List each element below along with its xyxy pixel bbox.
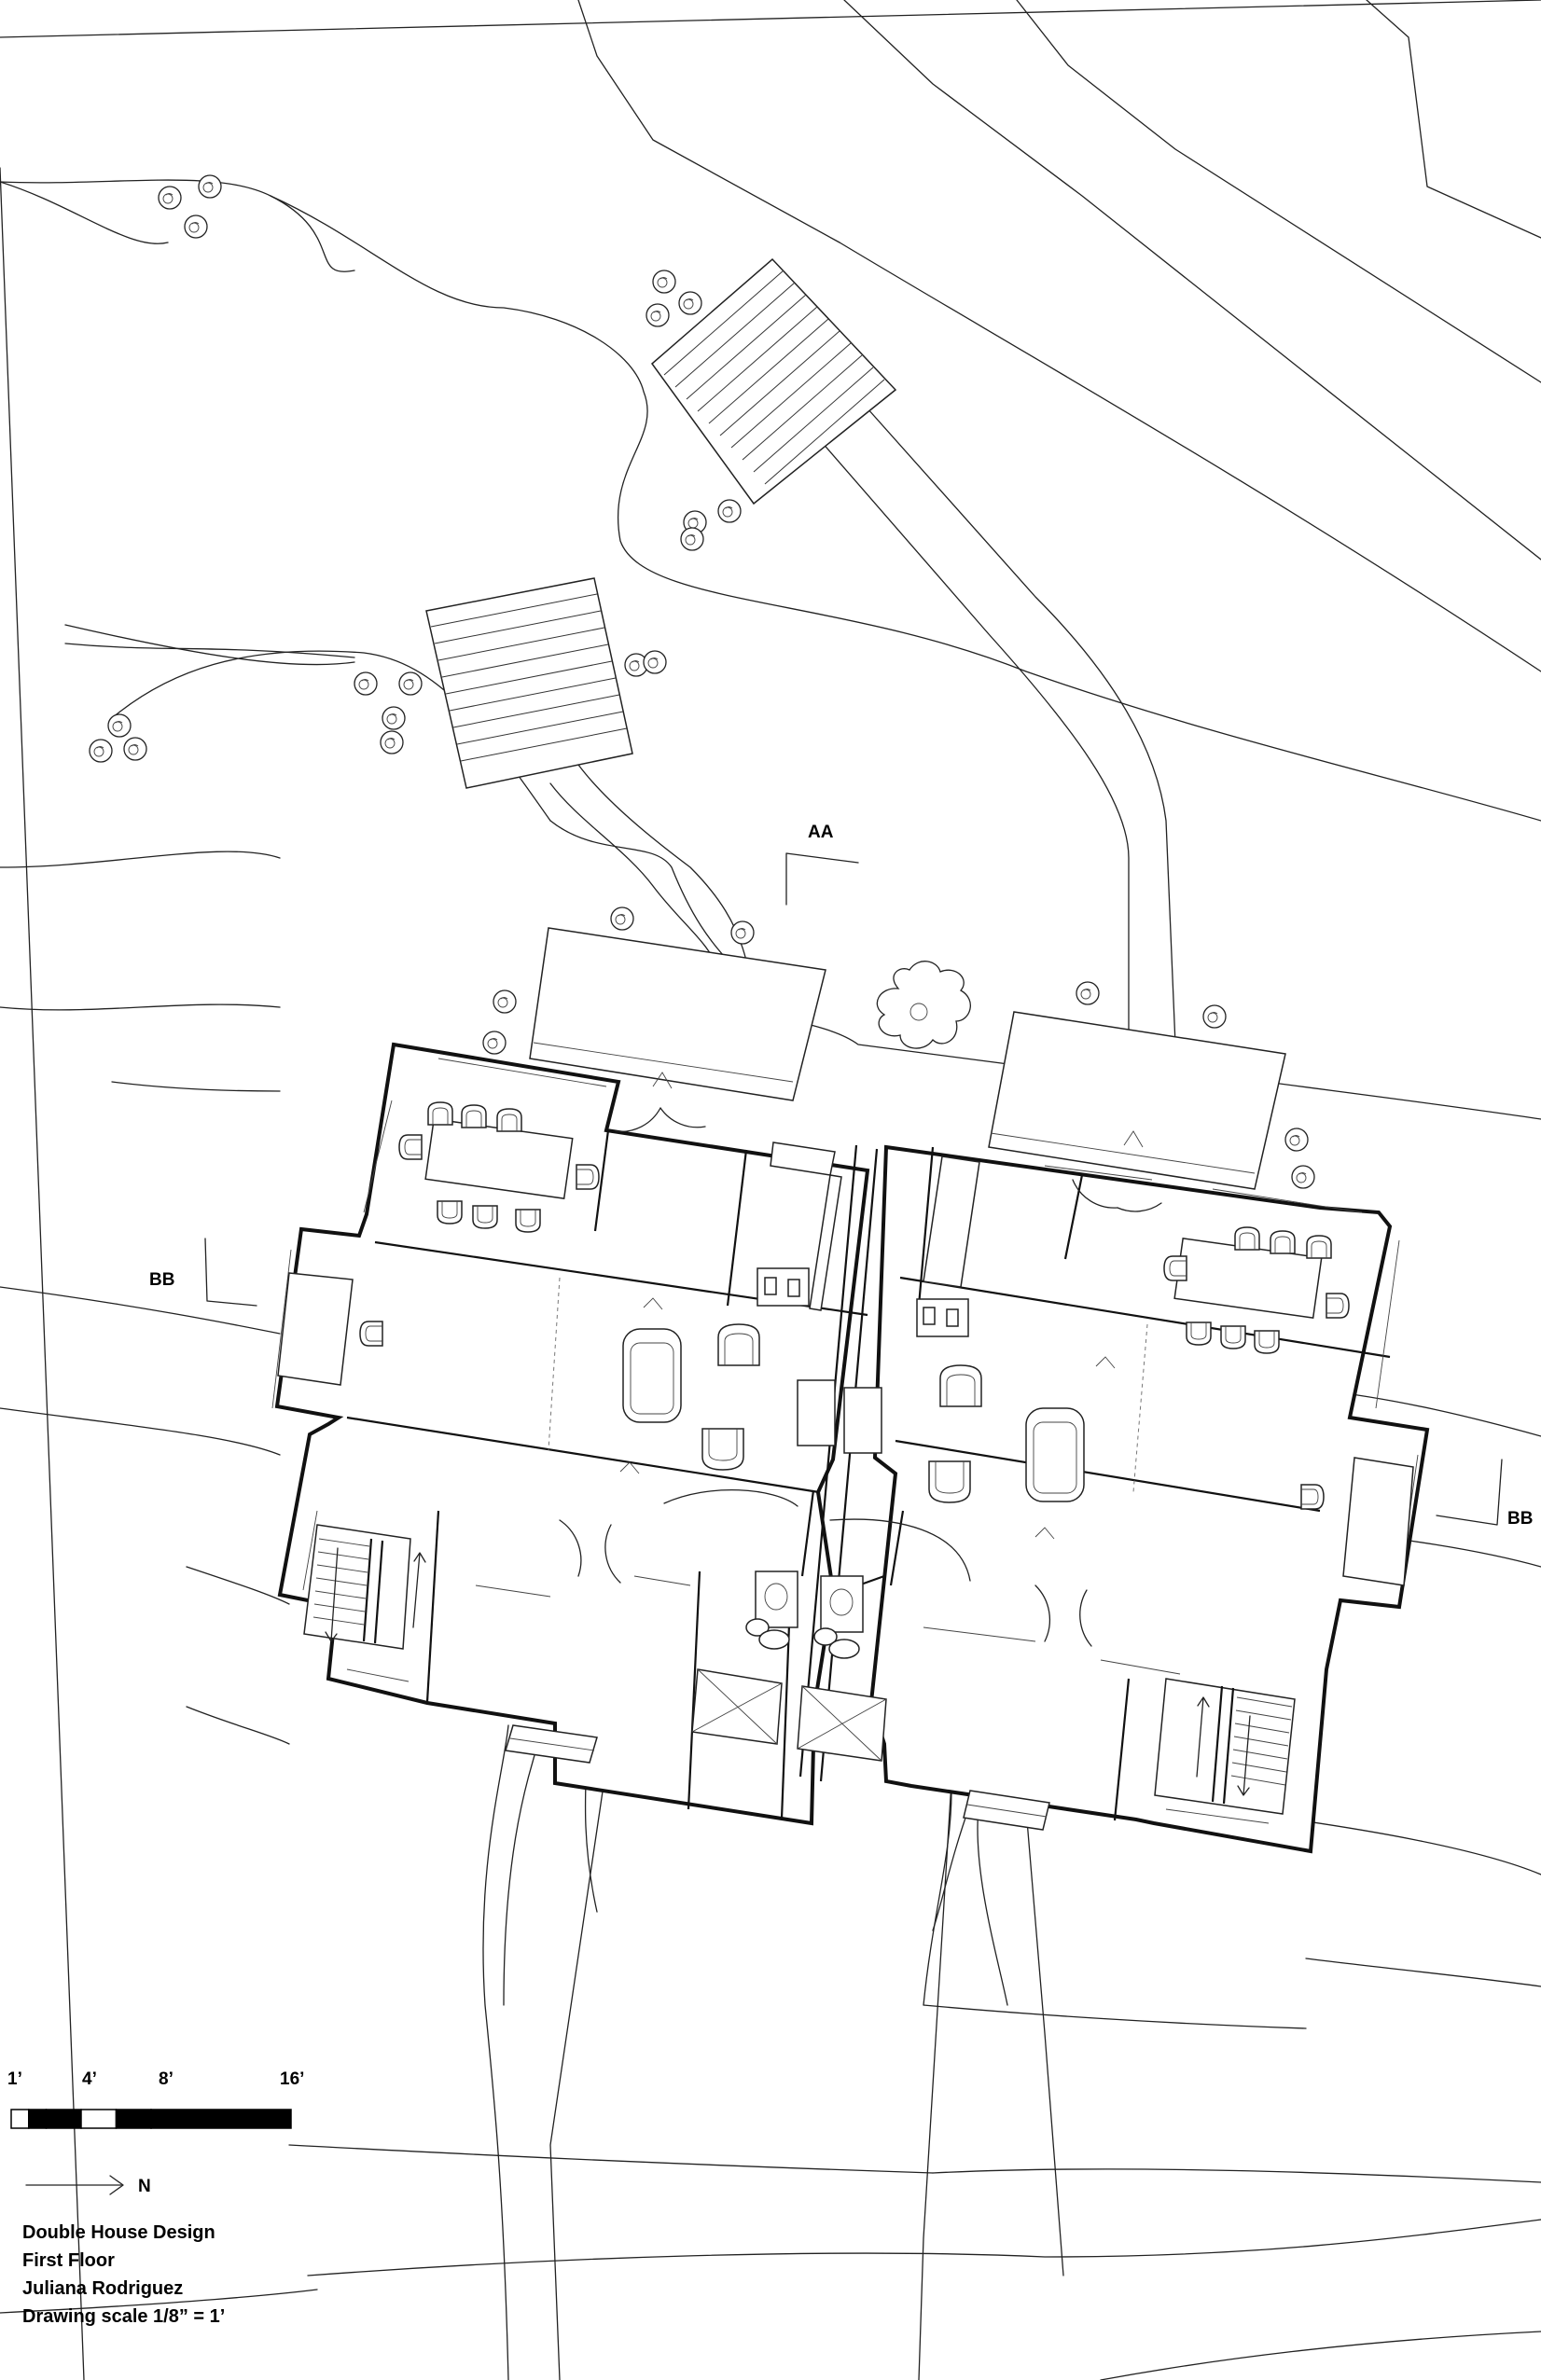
right-stair — [1154, 1678, 1296, 1815]
trees — [89, 174, 1315, 1189]
title-block: Double House Design First Floor Juliana … — [22, 2222, 225, 2327]
floor-title: First Floor — [22, 2250, 115, 2271]
double-house-plan — [271, 927, 1430, 1854]
scale-segment-3 — [80, 2109, 118, 2129]
scale-segment-2 — [45, 2109, 82, 2129]
scale-segment-0 — [10, 2109, 30, 2129]
right-porch — [988, 1011, 1286, 1190]
north-label: N — [138, 2177, 151, 2196]
scale-segment-4 — [115, 2109, 152, 2129]
scale-label-16ft: 16’ — [280, 2069, 304, 2089]
upper-shed — [650, 257, 897, 505]
section-mark-bb-right: BB — [1436, 1459, 1533, 1529]
author-name: Juliana Rodriguez — [22, 2278, 183, 2299]
left-stair — [303, 1524, 426, 1650]
footpaths — [482, 381, 1176, 2380]
project-title: Double House Design — [22, 2222, 215, 2243]
scale-bar: 1’ 4’ 8’ 16’ — [7, 2069, 304, 2129]
scale-segment-1 — [28, 2109, 48, 2129]
section-label-bb-left: BB — [149, 1270, 174, 1290]
scale-label-4ft: 4’ — [82, 2069, 97, 2089]
scale-label-1ft: 1’ — [7, 2069, 22, 2089]
left-porch — [529, 927, 826, 1101]
section-label-aa: AA — [808, 823, 834, 842]
scale-segment-5 — [150, 2109, 292, 2129]
section-label-bb-right: BB — [1507, 1509, 1533, 1529]
north-arrow: N — [25, 2175, 151, 2196]
scale-label-8ft: 8’ — [159, 2069, 174, 2089]
section-mark-bb-left: BB — [149, 1238, 257, 1307]
drawing-scale: Drawing scale 1/8” = 1’ — [22, 2306, 225, 2327]
lower-shed — [425, 577, 633, 789]
north-arrow-icon — [25, 2175, 124, 2195]
section-mark-aa: AA — [785, 823, 859, 906]
scale-segments — [10, 2109, 292, 2129]
